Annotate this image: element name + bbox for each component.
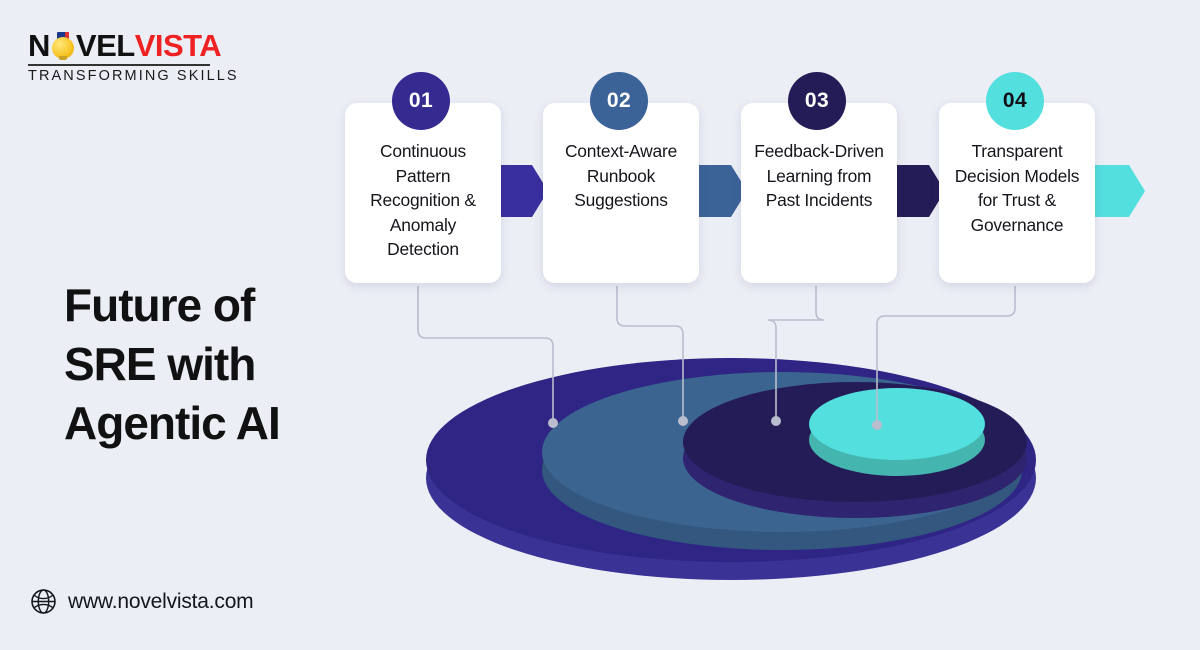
inner-disc-top: [809, 388, 985, 460]
lightbulb-icon: [51, 31, 75, 61]
page-title-line-2: SRE with: [64, 337, 256, 390]
logo-letter-n: N: [28, 28, 50, 63]
step-badge-2: 02: [590, 72, 648, 130]
step-card-3-text: Feedback-Driven Learning from Past Incid…: [754, 141, 884, 211]
step-badge-1: 01: [392, 72, 450, 130]
step-card-4[interactable]: Transparent Decision Models for Trust & …: [939, 103, 1095, 283]
step-badge-3: 03: [788, 72, 846, 130]
arrow-shape: [691, 165, 747, 217]
step-card-4-text: Transparent Decision Models for Trust & …: [954, 141, 1080, 235]
connector-line-4: [876, 286, 1016, 422]
connector-dot-4: [872, 420, 882, 430]
step-card-1-text: Continuous Pattern Recognition & Anomaly…: [370, 141, 476, 260]
step-badge-4: 04: [986, 72, 1044, 130]
logo-letters-vista: VISTA: [134, 28, 222, 63]
page-title: Future of SRE with Agentic AI: [64, 276, 394, 453]
flow-arrow-3: [889, 165, 945, 217]
connector-line-3: [767, 286, 825, 418]
flow-arrow-2: [691, 165, 747, 217]
flow-arrow-1: [492, 165, 548, 217]
logo-letters-vel: VEL: [75, 28, 135, 63]
connector-dot-3: [771, 416, 781, 426]
step-badge-3-number: 03: [804, 89, 830, 112]
connector-line-1: [417, 286, 554, 420]
step-badge-4-number: 04: [1002, 89, 1028, 112]
website-url: www.novelvista.com: [68, 589, 254, 613]
step-card-3[interactable]: Feedback-Driven Learning from Past Incid…: [741, 103, 897, 283]
footer-website[interactable]: www.novelvista.com: [30, 588, 254, 615]
page-title-line-3: Agentic AI: [64, 396, 281, 449]
arrow-shape: [492, 165, 548, 217]
arrow-shape: [889, 165, 945, 217]
arrow-shape: [1089, 165, 1145, 217]
connector-line-2: [616, 286, 684, 418]
logo-tagline: TRANSFORMING SKILLS: [28, 68, 239, 84]
logo-wordmark: N VEL VISTA: [28, 30, 228, 61]
step-card-2[interactable]: Context-Aware Runbook Suggestions: [543, 103, 699, 283]
globe-icon: [31, 589, 56, 614]
brand-logo[interactable]: N VEL VISTA TRANSFORMING SKILLS: [28, 30, 239, 84]
logo-divider: [28, 64, 210, 66]
concentric-disc-diagram: [426, 358, 1036, 580]
flow-arrow-4: [1089, 165, 1145, 217]
step-card-1[interactable]: Continuous Pattern Recognition & Anomaly…: [345, 103, 501, 283]
step-card-2-text: Context-Aware Runbook Suggestions: [564, 141, 678, 211]
connector-dot-2: [678, 416, 688, 426]
connector-dot-1: [548, 418, 558, 428]
step-badge-1-number: 01: [408, 89, 434, 112]
page-title-line-1: Future of: [64, 279, 255, 331]
step-badge-2-number: 02: [606, 89, 632, 112]
